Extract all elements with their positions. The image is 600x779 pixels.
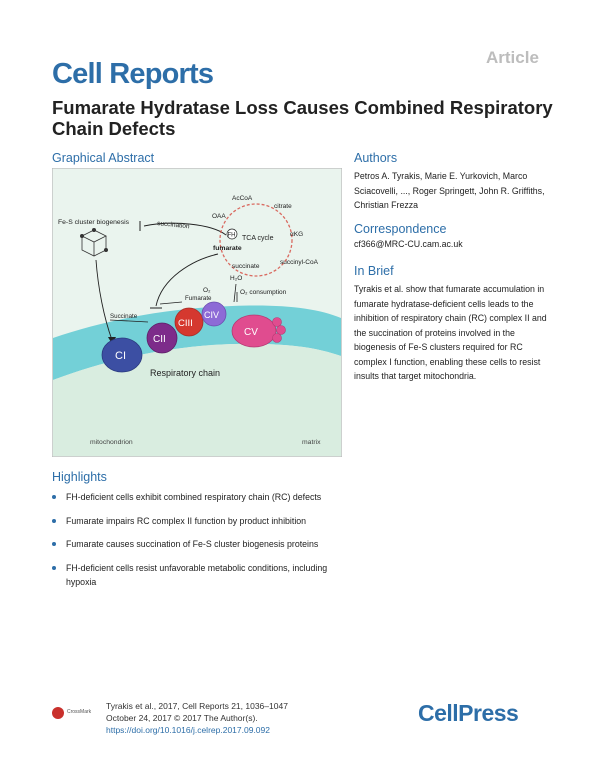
journal-logo[interactable]: Cell Reports [52, 58, 214, 90]
bullet-icon [52, 518, 56, 523]
correspondence-email[interactable]: cf366@MRC-CU.cam.ac.uk [354, 239, 463, 249]
fumarate-cycle-label: fumarate [213, 245, 242, 252]
succination-label: succination [157, 220, 190, 230]
authors-list: Petros A. Tyrakis, Marie E. Yurkovich, M… [354, 171, 545, 210]
date-copyright-line: October 24, 2017 © 2017 The Author(s). [106, 713, 258, 723]
respiratory-chain-label: Respiratory chain [150, 368, 220, 378]
complex-iv [201, 301, 227, 327]
complex-i [101, 337, 143, 373]
fes-label: Fe-S cluster biogenesis [58, 219, 130, 226]
doi-link[interactable]: https://doi.org/10.1016/j.celrep.2017.09… [106, 725, 270, 735]
bullet-icon [52, 542, 56, 546]
bullet-icon [52, 565, 56, 570]
mitochondrion-label: mitochondrion [90, 439, 133, 446]
oaa-label: OAA [212, 213, 226, 220]
highlight-item: Fumarate impairs RC complex II function … [52, 514, 352, 529]
article-type-label: Article [486, 48, 539, 67]
complex-ii [146, 322, 178, 354]
akg-label: αKG [290, 231, 303, 238]
succinate-label: Succinate [110, 313, 138, 320]
article-title: Fumarate Hydratase Loss Causes Combined … [52, 97, 553, 139]
highlight-item: FH-deficient cells resist unfavorable me… [52, 561, 352, 590]
ci-label: CI [115, 350, 126, 362]
complex-v [231, 314, 277, 348]
cellpress-logo[interactable]: CellPress [418, 700, 519, 726]
h2o-label: H₂O [230, 275, 242, 282]
highlights-heading: Highlights [52, 470, 107, 484]
o2-label: O₂ [203, 287, 211, 294]
tca-label: TCA cycle [242, 235, 274, 242]
highlight-item: FH-deficient cells exhibit combined resp… [52, 490, 352, 505]
tca-cycle [219, 203, 293, 277]
authors-heading: Authors [354, 151, 398, 165]
citation-line: Tyrakis et al., 2017, Cell Reports 21, 1… [106, 701, 288, 711]
ciii-label: CIII [178, 318, 193, 329]
in-brief-text: Tyrakis et al. show that fumarate accumu… [354, 284, 547, 381]
crossmark-icon[interactable] [52, 707, 64, 719]
acoa-label: AcCoA [232, 195, 253, 202]
graphical-abstract-figure: Fe-S cluster biogenesis succination AcCo… [52, 168, 342, 457]
bullet-icon [52, 495, 56, 499]
succinate-cycle-label: succinate [232, 263, 260, 270]
matrix-label: matrix [302, 439, 321, 446]
crossmark-label: CrossMark [67, 709, 92, 715]
cv-label: CV [244, 327, 258, 338]
fes-cluster-icon [79, 228, 109, 257]
citrate-label: citrate [274, 203, 292, 210]
fumarate-label: Fumarate [185, 295, 212, 302]
graphical-abstract-heading: Graphical Abstract [52, 151, 155, 165]
cii-label: CII [153, 334, 166, 345]
correspondence-heading: Correspondence [354, 222, 447, 236]
in-brief-heading: In Brief [354, 264, 394, 278]
civ-label: CIV [204, 310, 219, 320]
highlight-item: Fumarate causes succination of Fe-S clus… [52, 537, 352, 552]
highlights-list: FH-deficient cells exhibit combined resp… [52, 490, 352, 599]
complex-iii [174, 307, 204, 337]
o2-consumption-label: O₂ consumption [240, 289, 287, 296]
fh-label: FH [228, 233, 236, 239]
succinyl-coa-label: succinyl-CoA [280, 259, 319, 266]
citation-footer: Tyrakis et al., 2017, Cell Reports 21, 1… [106, 700, 288, 736]
